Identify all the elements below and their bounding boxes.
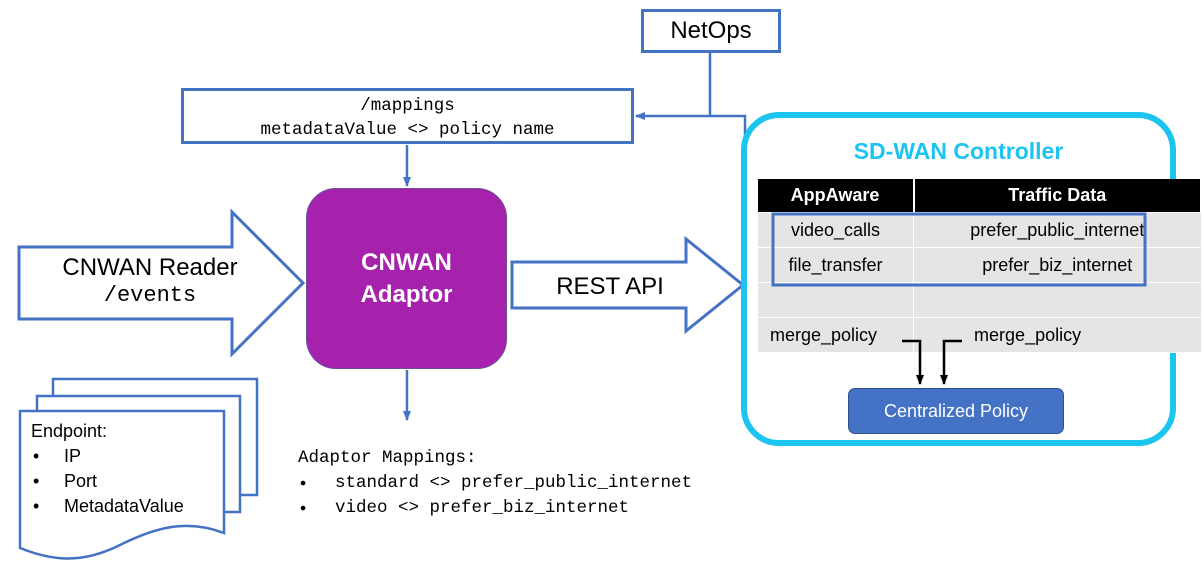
endpoint-document: Endpoint: IP Port MetadataValue: [31, 419, 184, 519]
netops-label: NetOps: [670, 17, 752, 44]
centralized-policy-box: Centralized Policy: [848, 388, 1064, 434]
endpoint-item: MetadataValue: [31, 494, 184, 519]
rest-api-block-arrow: [510, 235, 746, 335]
endpoint-item: IP: [31, 444, 184, 469]
header-traffic-data: Traffic Data: [913, 179, 1202, 213]
endpoint-item: Port: [31, 469, 184, 494]
table-cell: prefer_public_internet: [913, 212, 1202, 248]
reader-title: CNWAN Reader: [62, 254, 238, 281]
centralized-policy-label: Centralized Policy: [883, 401, 1029, 421]
netops-box: NetOps: [641, 9, 781, 53]
sdwan-controller-title: SD-WAN Controller: [853, 138, 1064, 164]
mappings-endpoint: /mappings: [360, 96, 455, 116]
adaptor-mapping-item: video <> prefer_biz_internet: [298, 496, 692, 521]
reader-block-arrow: [17, 208, 306, 358]
netops-connector: [635, 52, 758, 252]
adaptor-line2: Adaptor: [360, 280, 453, 308]
endpoint-title: Endpoint:: [31, 421, 108, 441]
mappings-description: metadataValue <> policy name: [260, 120, 555, 140]
reader-label: CNWAN Reader /events: [20, 254, 280, 310]
table-row: merge_policy merge_policy: [756, 317, 1202, 353]
adaptor-mappings-title: Adaptor Mappings:: [298, 448, 477, 468]
adaptor-mappings: Adaptor Mappings: standard <> prefer_pub…: [298, 446, 692, 521]
table-cell: [913, 282, 1202, 318]
adaptor-mapping-item: standard <> prefer_public_internet: [298, 471, 692, 496]
adaptor-line1: CNWAN: [361, 248, 452, 276]
rest-api-label: REST API: [556, 273, 664, 300]
table-row: file_transfer prefer_biz_internet: [756, 247, 1202, 283]
table-cell: video_calls: [756, 212, 915, 248]
table-row: video_calls prefer_public_internet: [756, 212, 1202, 248]
table-cell: merge_policy: [756, 317, 915, 353]
table-cell: file_transfer: [756, 247, 915, 283]
mappings-box: /mappings metadataValue <> policy name: [181, 88, 634, 144]
cnwan-adaptor-box: CNWAN Adaptor: [306, 188, 507, 369]
traffic-table: AppAware Traffic Data video_calls prefer…: [756, 179, 1202, 353]
table-row: [756, 282, 1202, 318]
table-cell: [756, 282, 915, 318]
reader-events: /events: [103, 283, 197, 308]
table-cell: merge_policy: [913, 317, 1202, 353]
header-appaware: AppAware: [757, 179, 915, 213]
table-header-row: AppAware Traffic Data: [757, 179, 1202, 213]
table-cell: prefer_biz_internet: [913, 247, 1202, 283]
